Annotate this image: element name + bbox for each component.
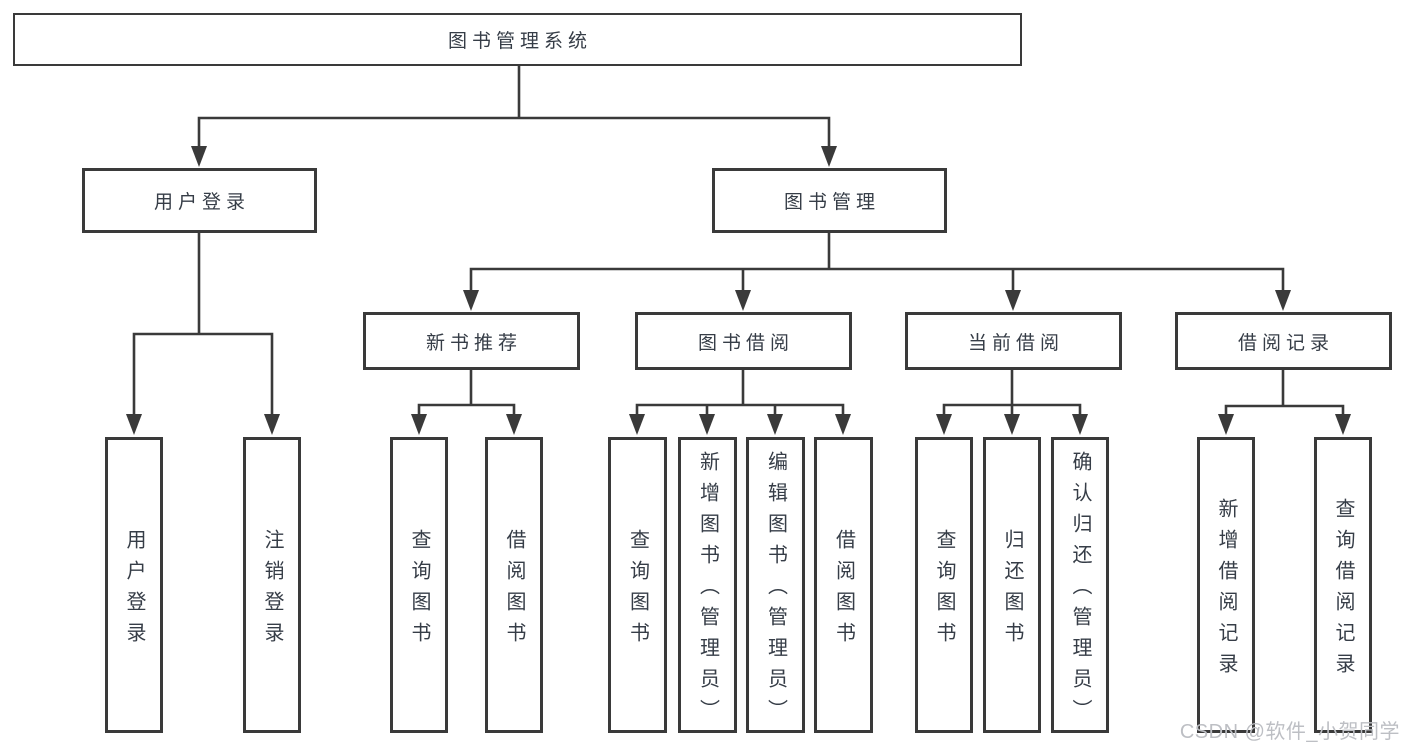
arrowhead-down-icon (936, 414, 952, 435)
connector-book-mgmt-children (463, 233, 1291, 311)
node-leaf-confirm-return-admin: 确认归还（管理员） (1051, 437, 1109, 733)
node-book-management: 图书管理 (712, 168, 947, 233)
connector-user-login-children (126, 233, 280, 435)
csdn-watermark: CSDN @软件_小贺同学 (1179, 721, 1400, 743)
arrowhead-down-icon (1275, 290, 1291, 311)
arrowhead-down-icon (1335, 414, 1351, 435)
node-leaf-query-book-rec: 查询图书 (390, 437, 448, 733)
arrowhead-down-icon (629, 414, 645, 435)
node-leaf-edit-book-admin: 编辑图书（管理员） (746, 437, 805, 733)
node-new-book-recommendation: 新书推荐 (363, 312, 580, 370)
connector-current-borrow-children (936, 370, 1088, 435)
arrowhead-down-icon (699, 414, 715, 435)
arrowhead-down-icon (1005, 290, 1021, 311)
node-leaf-query-book-current: 查询图书 (915, 437, 973, 733)
node-leaf-query-book-borrow: 查询图书 (608, 437, 667, 733)
connector-book-borrow-children (629, 370, 851, 435)
node-leaf-query-borrow-record: 查询借阅记录 (1314, 437, 1372, 733)
node-leaf-borrow-book: 借阅图书 (814, 437, 873, 733)
arrowhead-down-icon (411, 414, 427, 435)
arrowhead-down-icon (735, 290, 751, 311)
arrowhead-down-icon (264, 414, 280, 435)
arrowhead-down-icon (463, 290, 479, 311)
node-current-borrowing: 当前借阅 (905, 312, 1122, 370)
node-library-management-system: 图书管理系统 (13, 13, 1022, 66)
node-book-borrowing: 图书借阅 (635, 312, 852, 370)
node-leaf-logout: 注销登录 (243, 437, 301, 733)
arrowhead-down-icon (1218, 414, 1234, 435)
arrowhead-down-icon (1072, 414, 1088, 435)
node-leaf-return-book: 归还图书 (983, 437, 1041, 733)
node-user-login: 用户登录 (82, 168, 317, 233)
node-leaf-add-book-admin: 新增图书（管理员） (678, 437, 737, 733)
connector-root-to-level2 (191, 66, 837, 167)
arrowhead-down-icon (1004, 414, 1020, 435)
node-borrowing-records: 借阅记录 (1175, 312, 1392, 370)
arrowhead-down-icon (835, 414, 851, 435)
arrowhead-down-icon (767, 414, 783, 435)
node-leaf-user-login: 用户登录 (105, 437, 163, 733)
arrowhead-down-icon (191, 146, 207, 167)
arrowhead-down-icon (821, 146, 837, 167)
node-leaf-add-borrow-record: 新增借阅记录 (1197, 437, 1255, 733)
arrowhead-down-icon (506, 414, 522, 435)
connector-new-book-rec-children (411, 370, 522, 435)
connector-borrow-record-children (1218, 370, 1351, 435)
node-leaf-borrow-book-rec: 借阅图书 (485, 437, 543, 733)
arrowhead-down-icon (126, 414, 142, 435)
